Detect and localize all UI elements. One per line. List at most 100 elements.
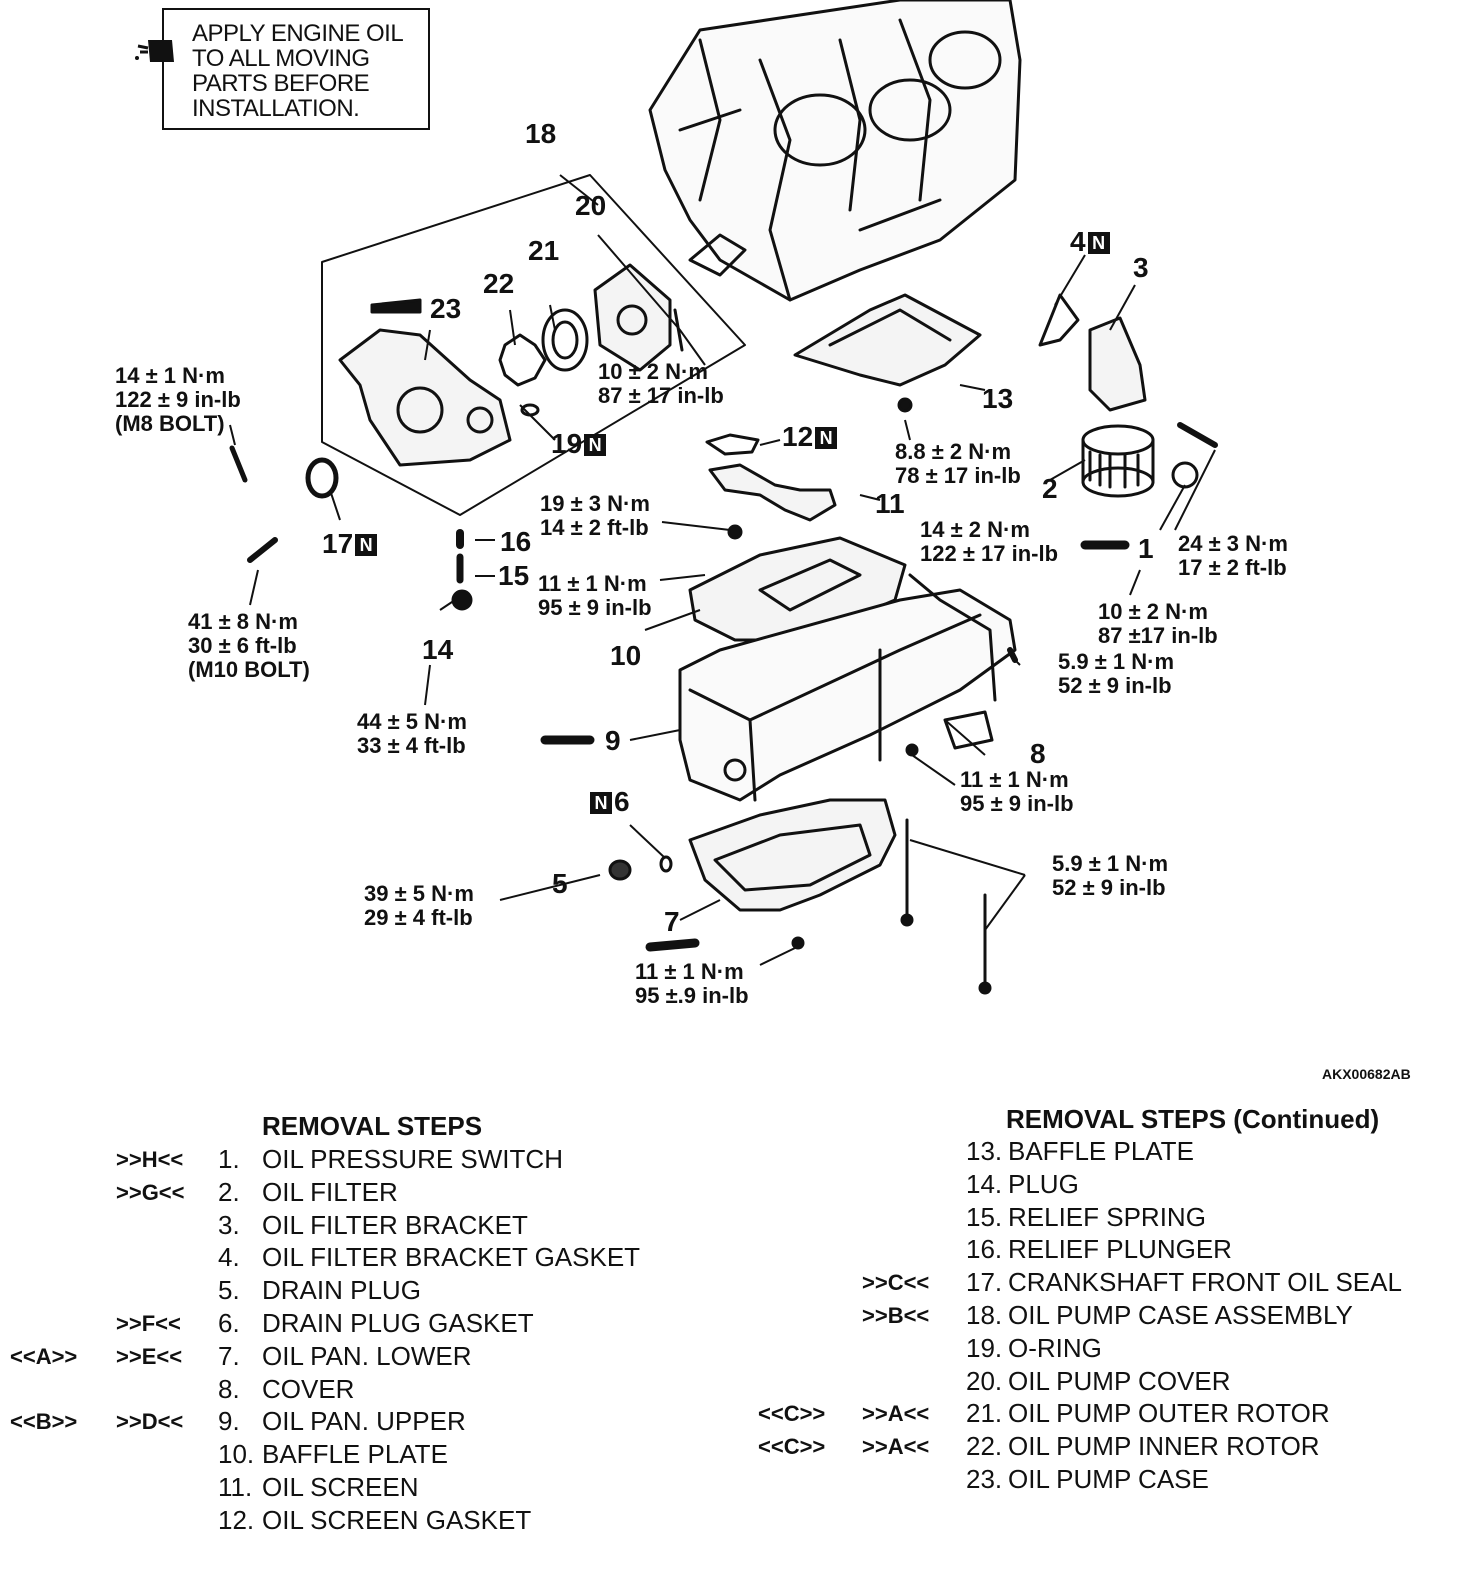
disassembly-ref: <<C>> xyxy=(758,1401,826,1427)
oil-filter xyxy=(1081,424,1155,498)
step-number: 11. xyxy=(218,1472,253,1502)
step-number: 6. xyxy=(218,1308,240,1338)
callout-3: 3 xyxy=(1133,252,1149,283)
oil-screen xyxy=(708,463,837,522)
reassembly-ref: >>A<< xyxy=(862,1434,930,1460)
step-number: 21. xyxy=(966,1398,1003,1429)
step-label: BAFFLE PLATE xyxy=(262,1439,448,1470)
step-number: 10. xyxy=(218,1439,255,1470)
step-label: PLUG xyxy=(1008,1168,1079,1199)
callout-9: 9 xyxy=(605,725,621,756)
note-line-3: PARTS BEFORE xyxy=(192,70,370,97)
step-label: OIL SCREEN GASKET xyxy=(262,1504,532,1535)
replace-n-badge: N xyxy=(590,792,612,814)
engine-block xyxy=(648,0,1022,302)
reassembly-ref: >>F<< xyxy=(116,1311,181,1336)
outer-rotor xyxy=(541,308,589,372)
exploded-view-drawing xyxy=(229,0,1218,995)
replace-n-badge: N xyxy=(584,434,607,456)
callout-7: 7 xyxy=(664,906,680,937)
pump-cover xyxy=(593,263,672,372)
step-number: 8. xyxy=(218,1373,240,1404)
reassembly-ref: >>A<< xyxy=(862,1401,930,1427)
step-number: 23. xyxy=(966,1464,1003,1494)
removal-steps-heading: REMOVAL STEPS xyxy=(262,1111,483,1141)
callout-23: 23 xyxy=(430,293,462,324)
step-label: OIL PUMP CASE xyxy=(1008,1464,1209,1494)
callout-10: 10 xyxy=(610,640,642,671)
step-number: 15. xyxy=(966,1201,1003,1232)
oil-can-icon xyxy=(135,40,174,62)
oil-filter-bracket xyxy=(1088,316,1147,412)
oil-screen-gasket xyxy=(705,433,760,456)
step-number: 19. xyxy=(966,1332,1003,1363)
oil-pump-case xyxy=(338,298,512,467)
step-number: 14. xyxy=(966,1168,1003,1199)
step-number: 17. xyxy=(966,1267,1003,1298)
replace-n-badge: N xyxy=(355,534,378,556)
step-number: 5. xyxy=(218,1275,240,1306)
step-number: 2. xyxy=(218,1176,240,1207)
callout-22: 22 xyxy=(483,268,515,299)
step-label: RELIEF SPRING xyxy=(1008,1201,1206,1232)
disassembly-ref: <<B>> xyxy=(10,1409,78,1435)
front-oil-seal xyxy=(305,457,339,499)
step-label: OIL PUMP INNER ROTOR xyxy=(1008,1431,1320,1462)
step-label: OIL PUMP COVER xyxy=(1008,1365,1231,1396)
reassembly-ref: >>E<< xyxy=(116,1343,183,1369)
step-number: 22. xyxy=(966,1431,1003,1462)
figure-code: AKX00682AB xyxy=(1322,1066,1411,1082)
step-label: OIL PAN. LOWER xyxy=(262,1340,472,1371)
replace-n-badge: N xyxy=(1087,232,1110,254)
step-label: BAFFLE PLATE xyxy=(1008,1136,1194,1166)
callout-8: 8 xyxy=(1030,738,1046,769)
baffle-plate-13 xyxy=(793,293,982,387)
callout-1: 1 xyxy=(1138,533,1154,564)
oil-pump-assembly-outline xyxy=(321,174,746,516)
step-number: 20. xyxy=(966,1365,1003,1396)
step-number: 12. xyxy=(218,1504,255,1535)
step-number: 3. xyxy=(218,1209,240,1240)
note-line-4: INSTALLATION. xyxy=(192,95,360,122)
step-label: OIL FILTER BRACKET GASKET xyxy=(262,1242,641,1273)
disassembly-ref: <<A>> xyxy=(10,1343,78,1369)
filter-bracket-gasket xyxy=(1038,293,1080,347)
callout-13: 13 xyxy=(982,383,1014,414)
note-line-2: TO ALL MOVING xyxy=(192,45,370,72)
reassembly-ref: >>D<< xyxy=(116,1409,184,1435)
step-label: DRAIN PLUG xyxy=(262,1275,421,1306)
step-label: O-RING xyxy=(1008,1332,1102,1363)
step-number: 18. xyxy=(966,1300,1003,1330)
callout-5: 5 xyxy=(552,868,568,899)
reassembly-ref: >>B<< xyxy=(862,1303,930,1328)
removal-steps-continued-heading: REMOVAL STEPS (Continued) xyxy=(1006,1104,1380,1134)
step-label: CRANKSHAFT FRONT OIL SEAL xyxy=(1008,1267,1402,1298)
step-label: OIL PUMP OUTER ROTOR xyxy=(1008,1398,1330,1429)
upper-oil-pan xyxy=(540,573,1017,802)
step-label: OIL PRESSURE SWITCH xyxy=(262,1144,563,1174)
step-label: COVER xyxy=(262,1373,355,1404)
replace-n-badge: N xyxy=(815,427,838,449)
callout-2: 2 xyxy=(1042,473,1058,504)
note-box xyxy=(162,8,430,130)
callout-16: 16 xyxy=(500,526,532,557)
reassembly-ref: >>H<< xyxy=(116,1147,184,1172)
